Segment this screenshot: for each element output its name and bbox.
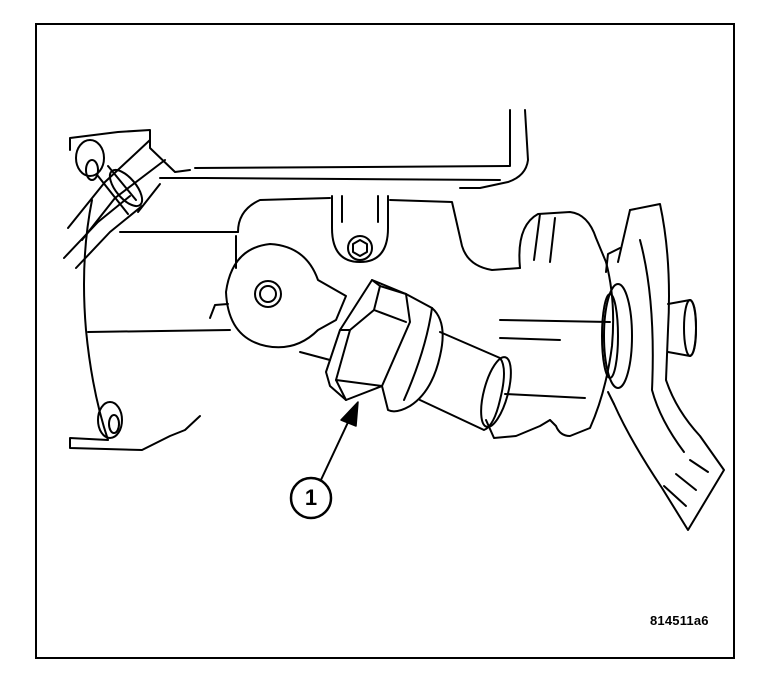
sensor-body bbox=[419, 331, 512, 431]
hex-nut-fitting bbox=[325, 279, 444, 413]
master-cylinder-housing bbox=[69, 109, 615, 451]
mounting-boss bbox=[225, 243, 347, 349]
reservoir-mount-bolt bbox=[331, 195, 389, 263]
mounting-stud bbox=[667, 299, 697, 357]
callout-1 bbox=[289, 401, 359, 520]
mounting-bracket bbox=[601, 203, 725, 531]
lower-port bbox=[97, 401, 123, 439]
figure-id-label: 814511a6 bbox=[650, 613, 709, 628]
callout-number: 1 bbox=[304, 485, 318, 510]
brake-line bbox=[63, 139, 166, 269]
